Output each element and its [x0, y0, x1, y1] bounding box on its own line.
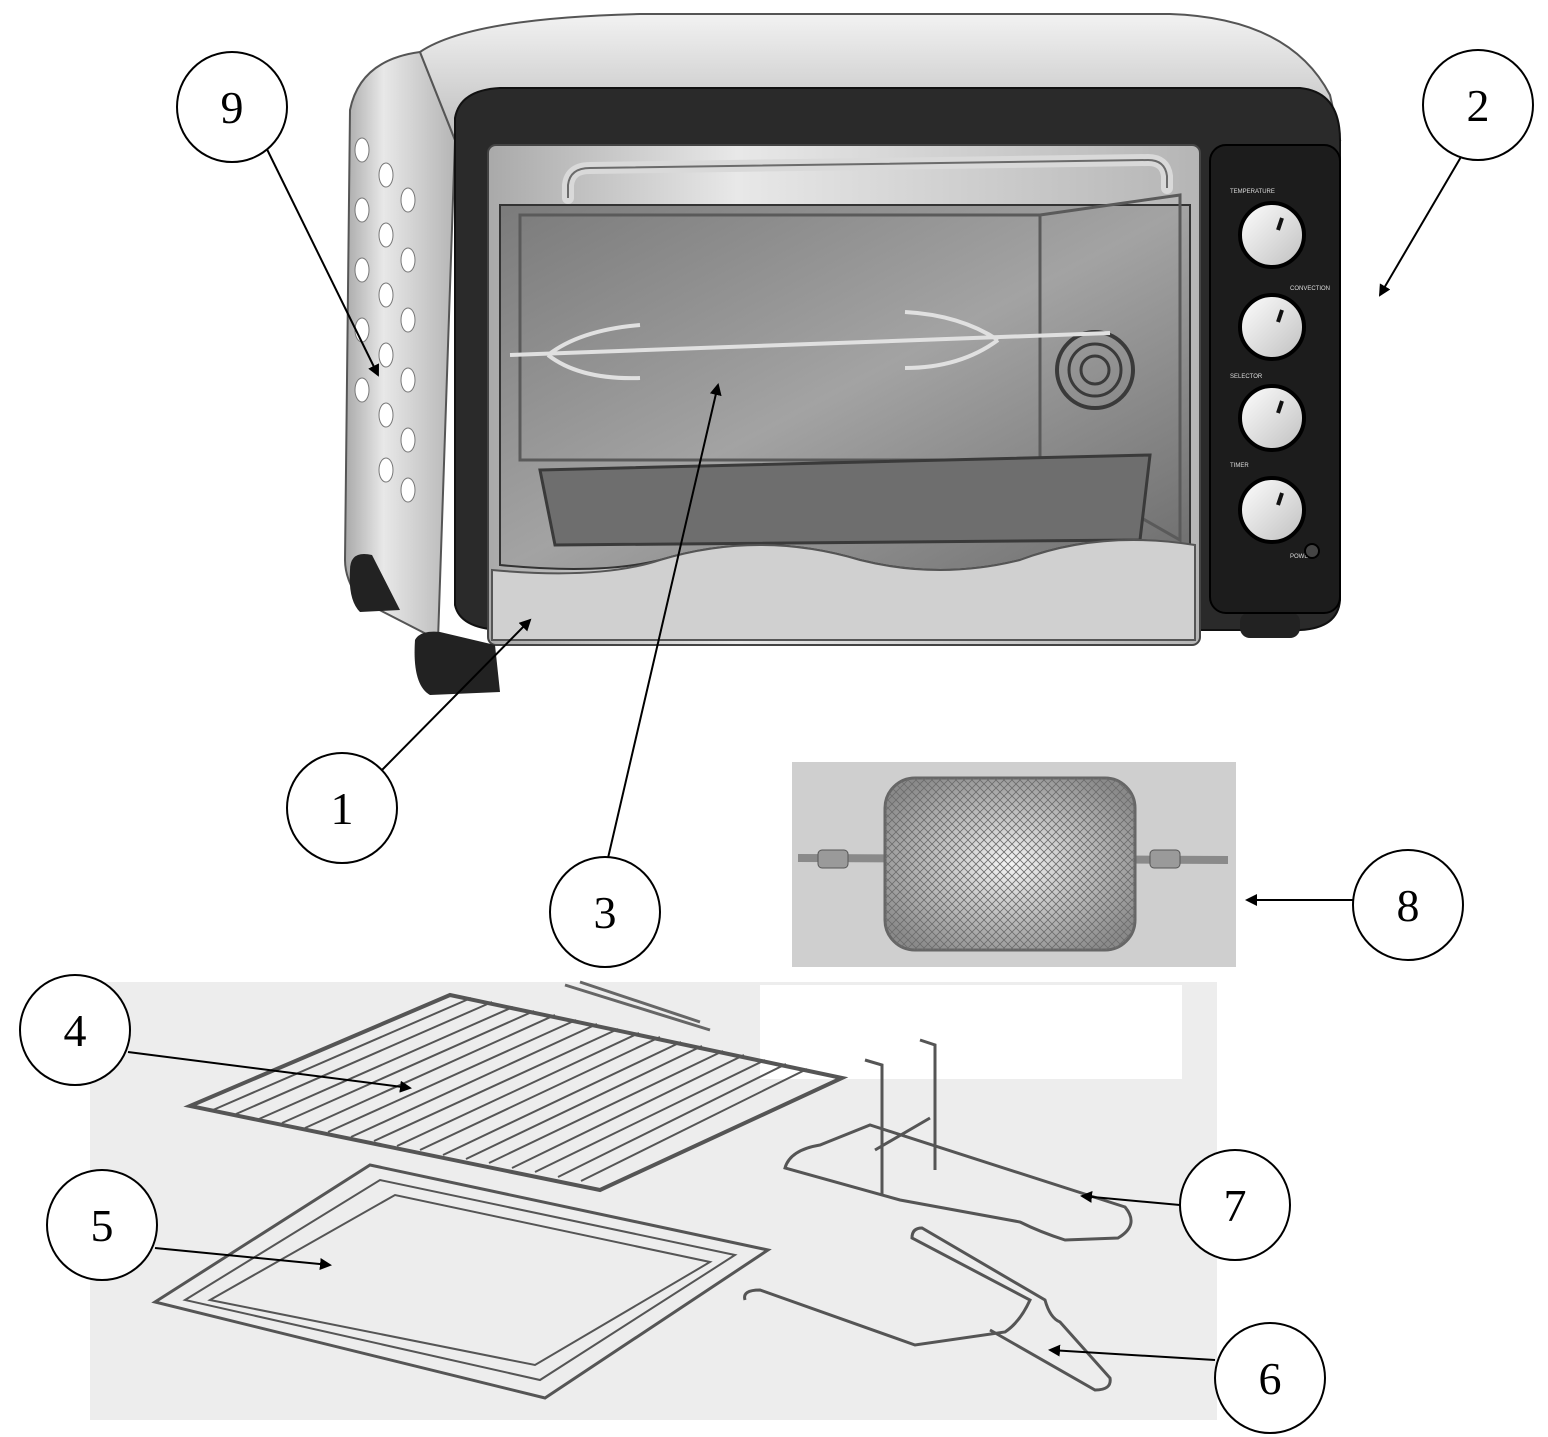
temperature-label: TEMPERATURE: [1230, 189, 1275, 195]
callout-2-number: 2: [1467, 80, 1490, 131]
door-bottom-panel: [491, 539, 1196, 641]
leader-arrow-3: [607, 383, 722, 859]
convection-label: CONVECTION: [1290, 286, 1330, 292]
power-label: POWER: [1290, 554, 1313, 560]
inner-tray: [538, 453, 1152, 547]
callout-6-number: 6: [1259, 1353, 1282, 1404]
callout-4-number: 4: [64, 1005, 87, 1056]
toaster-oven: TEMPERATURE CONVECTION SELECTOR TIMER PO…: [343, 13, 1342, 695]
convection-knob[interactable]: [1238, 293, 1306, 361]
accessories-panel: [90, 980, 1217, 1420]
leader-arrow-2: [1378, 144, 1469, 297]
callout-5-number: 5: [91, 1200, 114, 1251]
callout-7: 7: [1179, 1149, 1291, 1261]
callout-1-number: 1: [331, 783, 354, 834]
leader-lines: [127, 134, 1469, 1361]
callout-8: 8: [1352, 849, 1464, 961]
temperature-knob[interactable]: [1238, 201, 1306, 269]
oven-foot-right: [1240, 612, 1300, 638]
leader-arrow-7: [1080, 1190, 1181, 1206]
callout-1: 1: [286, 752, 398, 864]
selector-knob[interactable]: [1238, 384, 1306, 452]
leader-arrow-5: [154, 1247, 332, 1271]
callout-9: 9: [176, 51, 288, 163]
power-indicator-light: [1304, 543, 1320, 559]
callout-7-number: 7: [1224, 1180, 1247, 1231]
rotisserie-basket-photo: [792, 762, 1236, 967]
leader-arrow-6: [1048, 1344, 1216, 1361]
selector-label: SELECTOR: [1230, 374, 1263, 380]
callout-2: 2: [1422, 49, 1534, 161]
timer-label: TIMER: [1230, 463, 1249, 469]
leader-arrow-1: [381, 618, 532, 771]
wire-rack: [183, 992, 849, 1193]
callout-3-number: 3: [594, 887, 617, 938]
oven-foot-left-front: [414, 631, 500, 695]
side-vent-holes: [354, 137, 416, 503]
callout-3: 3: [549, 856, 661, 968]
rack-handle: [783, 1038, 1133, 1242]
timer-knob[interactable]: [1238, 476, 1306, 544]
tray-handle: [743, 1226, 1112, 1392]
callout-8-number: 8: [1397, 880, 1420, 931]
baking-tray: [151, 1163, 772, 1400]
oven-foot-left-rear: [349, 554, 400, 612]
callout-5: 5: [46, 1169, 158, 1281]
blank-label-area: [760, 985, 1182, 1079]
leader-arrow-9: [259, 134, 379, 377]
callout-6: 6: [1214, 1322, 1326, 1434]
leader-arrow-4: [127, 1051, 412, 1093]
callout-9-number: 9: [221, 82, 244, 133]
spit-fragment: [564, 980, 711, 1032]
callout-4: 4: [19, 974, 131, 1086]
rotisserie-spit: [509, 310, 1111, 381]
